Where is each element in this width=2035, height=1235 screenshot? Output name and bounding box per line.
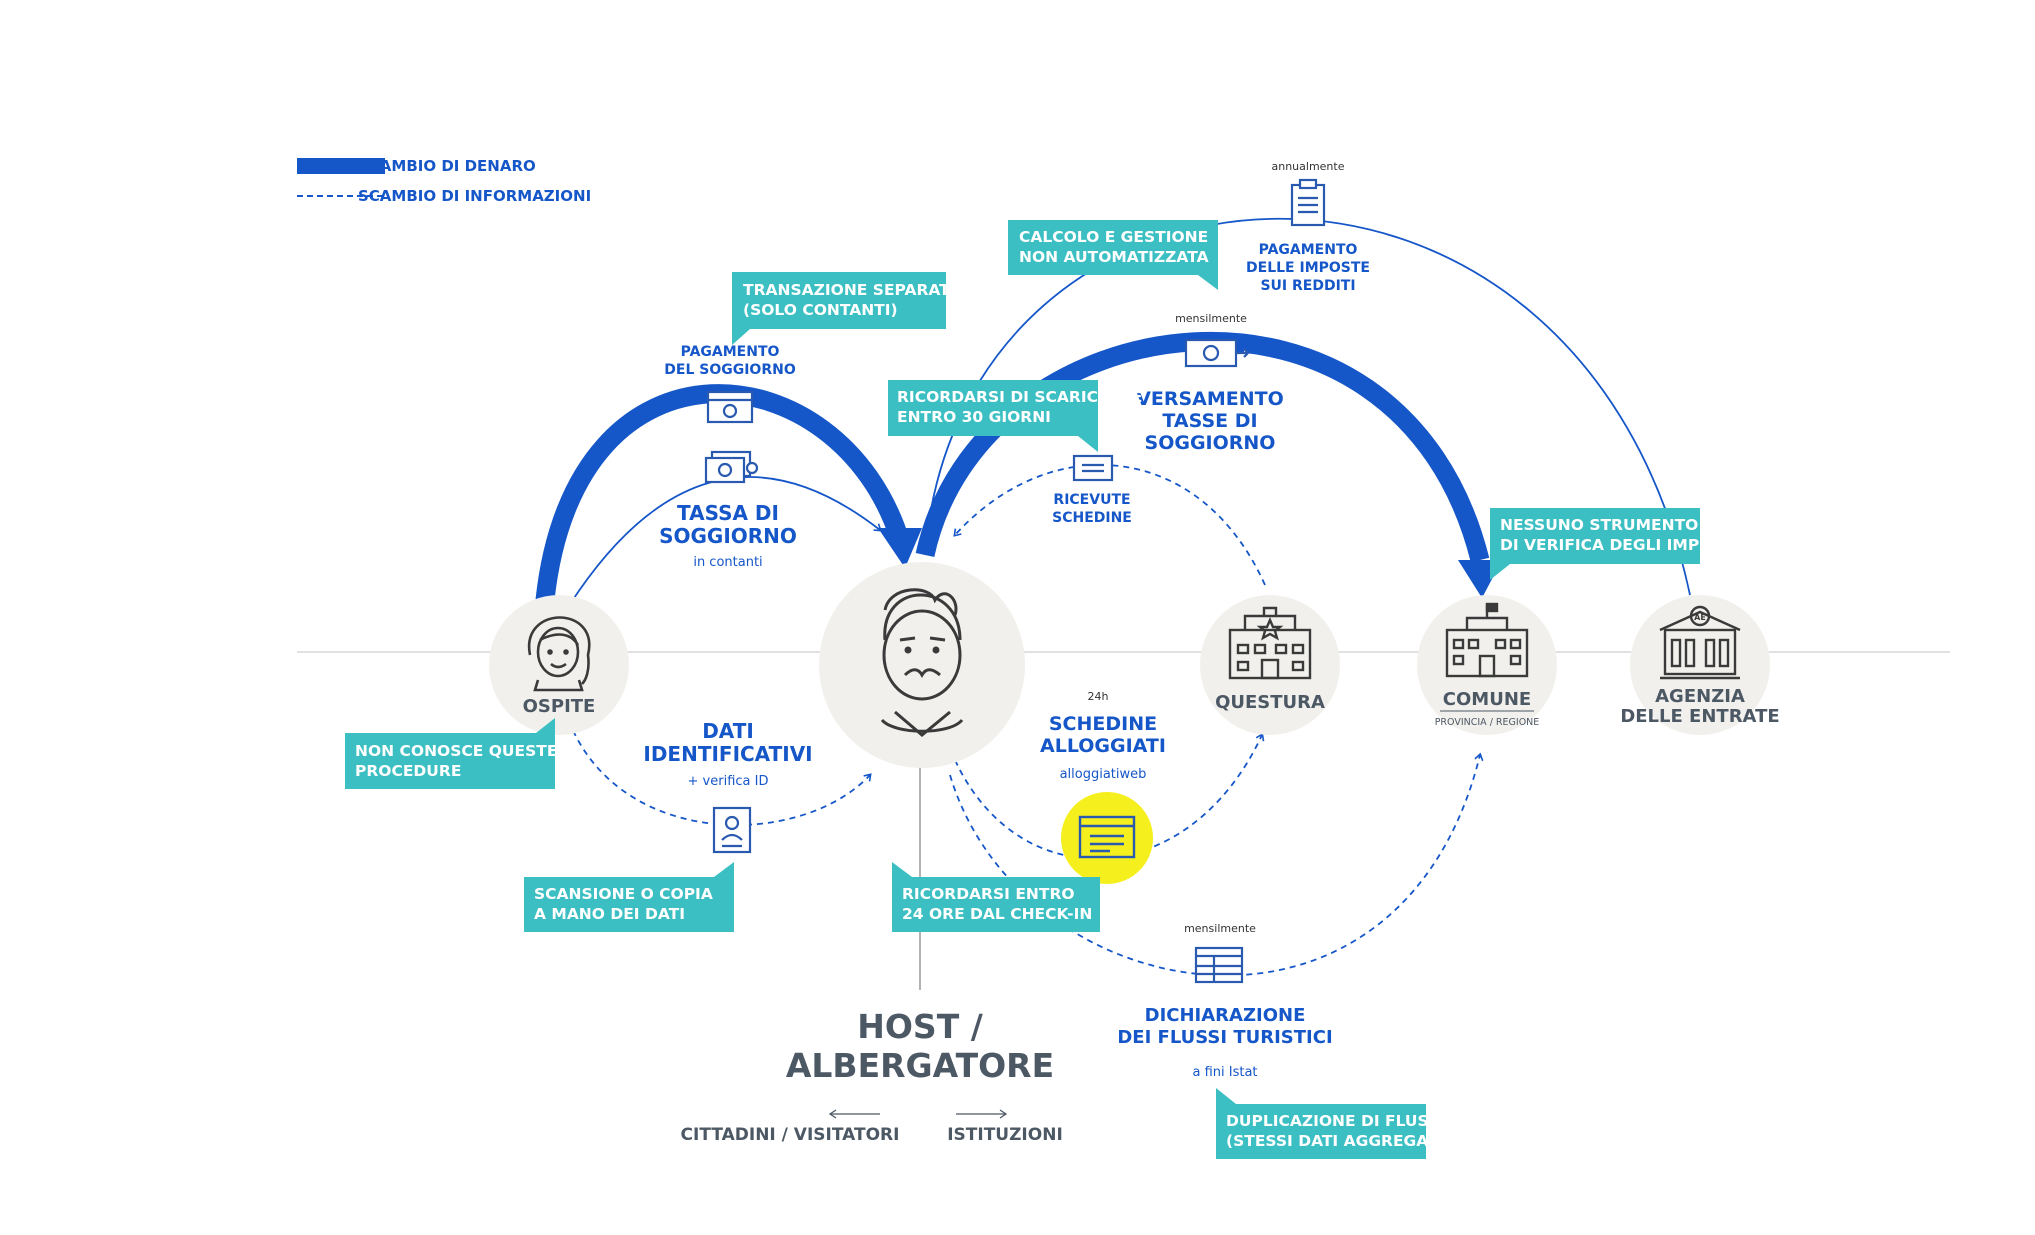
host-man-icon bbox=[880, 588, 964, 737]
svg-text:NESSUNO STRUMENTO: NESSUNO STRUMENTO bbox=[1500, 516, 1698, 534]
schedine-alloggiati-highlight[interactable] bbox=[1061, 792, 1153, 884]
legend-info-label: SCAMBIO DI INFORMAZIONI bbox=[358, 187, 591, 205]
svg-text:SCANSIONE O COPIA: SCANSIONE O COPIA bbox=[534, 885, 713, 903]
host-title-line1: HOST / bbox=[857, 1007, 983, 1046]
svg-text:NON AUTOMATIZZATA: NON AUTOMATIZZATA bbox=[1019, 248, 1209, 266]
legend-money-label: SCAMBIO DI DENARO bbox=[358, 157, 536, 175]
svg-text:A MANO DEI DATI: A MANO DEI DATI bbox=[534, 905, 685, 923]
flow-ricevute-schedine bbox=[953, 464, 1266, 586]
svg-text:TRANSAZIONE SEPARATA: TRANSAZIONE SEPARATA bbox=[743, 281, 961, 299]
callout-ricordarsi-30: RICORDARSI DI SCARICARLE ENTRO 30 GIORNI bbox=[888, 380, 1142, 452]
direction-left: CITTADINI / VISITATORI bbox=[681, 1109, 900, 1145]
svg-text:OSPITE: OSPITE bbox=[523, 696, 596, 717]
callout-duplicazione: DUPLICAZIONE DI FLUSSO (STESSI DATI AGGR… bbox=[1216, 1088, 1452, 1159]
svg-text:AGENZIA: AGENZIA bbox=[1655, 686, 1745, 707]
flow-dati-identificativi bbox=[564, 709, 872, 826]
svg-text:CALCOLO E GESTIONE: CALCOLO E GESTIONE bbox=[1019, 228, 1208, 246]
id-card-icon bbox=[712, 806, 752, 854]
svg-text:RICORDARSI DI SCARICARLE: RICORDARSI DI SCARICARLE bbox=[897, 388, 1142, 406]
svg-text:PROCEDURE: PROCEDURE bbox=[355, 762, 461, 780]
imposte-freq: annualmente bbox=[1272, 160, 1345, 173]
web-table-icon bbox=[1194, 946, 1244, 984]
schedine-label-2: ALLOGGIATI bbox=[1040, 735, 1166, 757]
payment-window-icon bbox=[706, 390, 754, 424]
node-comune[interactable]: COMUNE PROVINCIA / REGIONE bbox=[1417, 595, 1557, 735]
dichiarazione-label-1: DICHIARAZIONE bbox=[1145, 1005, 1306, 1026]
schedine-note: alloggiatiweb bbox=[1060, 767, 1147, 782]
svg-text:DUPLICAZIONE DI FLUSSO: DUPLICAZIONE DI FLUSSO bbox=[1226, 1112, 1452, 1130]
dati-label-2: IDENTIFICATIVI bbox=[643, 742, 812, 766]
dati-note: + verifica ID bbox=[688, 774, 769, 789]
svg-text:NON CONOSCE QUESTE: NON CONOSCE QUESTE bbox=[355, 742, 557, 760]
direction-right: ISTITUZIONI bbox=[947, 1109, 1063, 1145]
dichiarazione-note: a fini Istat bbox=[1192, 1065, 1257, 1080]
legend-money-swatch bbox=[297, 158, 385, 174]
callout-calcolo: CALCOLO E GESTIONE NON AUTOMATIZZATA bbox=[1008, 220, 1218, 290]
svg-text:ENTRO 30 GIORNI: ENTRO 30 GIORNI bbox=[897, 408, 1051, 426]
schedine-label-1: SCHEDINE bbox=[1049, 713, 1157, 735]
ricevute-label-1: RICEVUTE bbox=[1053, 492, 1130, 508]
callout-transazione: TRANSAZIONE SEPARATA (SOLO CONTANTI) bbox=[732, 272, 961, 345]
banknote-transfer-icon bbox=[1184, 338, 1250, 368]
callout-non-conosce: NON CONOSCE QUESTE PROCEDURE bbox=[345, 718, 557, 789]
svg-text:AE: AE bbox=[1694, 613, 1706, 622]
schedine-freq: 24h bbox=[1088, 690, 1109, 703]
svg-text:COMUNE: COMUNE bbox=[1443, 689, 1531, 710]
tassa-note: in contanti bbox=[693, 555, 762, 570]
dati-label-1: DATI bbox=[702, 719, 754, 743]
node-agenzia[interactable]: AE AGENZIA DELLE ENTRATE bbox=[1620, 595, 1780, 735]
imposte-label-2: DELLE IMPOSTE bbox=[1246, 260, 1370, 276]
tassa-label-1: TASSA DI bbox=[677, 501, 779, 525]
cash-icon bbox=[704, 450, 759, 484]
receipt-icon bbox=[1072, 454, 1114, 482]
svg-text:PROVINCIA / REGIONE: PROVINCIA / REGIONE bbox=[1435, 717, 1540, 728]
revenue-agency-icon bbox=[1659, 605, 1741, 680]
svg-text:DELLE ENTRATE: DELLE ENTRATE bbox=[1620, 706, 1779, 727]
node-host[interactable] bbox=[819, 562, 1025, 768]
dichiarazione-label-2: DEI FLUSSI TURISTICI bbox=[1117, 1027, 1332, 1048]
svg-text:ISTITUZIONI: ISTITUZIONI bbox=[947, 1125, 1063, 1145]
versamento-label-1: VERSAMENTO bbox=[1136, 388, 1284, 410]
callout-scansione: SCANSIONE O COPIA A MANO DEI DATI bbox=[524, 862, 734, 932]
ricevute-label-2: SCHEDINE bbox=[1052, 510, 1132, 526]
versamento-label-2: TASSE DI bbox=[1162, 410, 1257, 432]
svg-text:(SOLO CONTANTI): (SOLO CONTANTI) bbox=[743, 301, 898, 319]
imposte-label-1: PAGAMENTO bbox=[1259, 242, 1358, 258]
svg-text:QUESTURA: QUESTURA bbox=[1215, 692, 1325, 713]
svg-text:DI VERIFICA DEGLI IMPORTI: DI VERIFICA DEGLI IMPORTI bbox=[1500, 536, 1740, 554]
svg-text:RICORDARSI ENTRO: RICORDARSI ENTRO bbox=[902, 885, 1075, 903]
versamento-label-3: SOGGIORNO bbox=[1145, 432, 1276, 454]
svg-text:(STESSI DATI AGGREGATI): (STESSI DATI AGGREGATI) bbox=[1226, 1132, 1451, 1150]
imposte-label-3: SUI REDDITI bbox=[1260, 278, 1355, 294]
host-title-line2: ALBERGATORE bbox=[786, 1046, 1054, 1085]
flow-tassa-soggiorno bbox=[559, 476, 882, 621]
dichiarazione-freq: mensilmente bbox=[1184, 922, 1256, 935]
node-questura[interactable]: QUESTURA bbox=[1200, 595, 1340, 735]
versamento-freq: mensilmente bbox=[1175, 312, 1247, 325]
svg-text:CITTADINI / VISITATORI: CITTADINI / VISITATORI bbox=[681, 1125, 900, 1145]
web-form-icon bbox=[1078, 815, 1136, 859]
callout-nessuno: NESSUNO STRUMENTO DI VERIFICA DEGLI IMPO… bbox=[1490, 508, 1740, 580]
pagamento-soggiorno-label-2: DEL SOGGIORNO bbox=[664, 362, 796, 378]
tassa-label-2: SOGGIORNO bbox=[659, 524, 797, 548]
flow-dichiarazione-flussi bbox=[949, 752, 1484, 977]
police-station-icon bbox=[1228, 606, 1312, 680]
node-ospite[interactable]: OSPITE bbox=[489, 595, 629, 735]
pagamento-soggiorno-label-1: PAGAMENTO bbox=[681, 344, 780, 360]
clipboard-icon bbox=[1290, 178, 1326, 227]
legend: SCAMBIO DI DENARO SCAMBIO DI INFORMAZION… bbox=[297, 157, 591, 205]
callout-ricordarsi-24: RICORDARSI ENTRO 24 ORE DAL CHECK-IN bbox=[892, 862, 1100, 932]
flow-pagamento-arrowhead bbox=[878, 528, 922, 568]
svg-text:24 ORE DAL CHECK-IN: 24 ORE DAL CHECK-IN bbox=[902, 905, 1092, 923]
town-hall-icon bbox=[1445, 602, 1529, 678]
guest-woman-icon bbox=[527, 616, 591, 692]
